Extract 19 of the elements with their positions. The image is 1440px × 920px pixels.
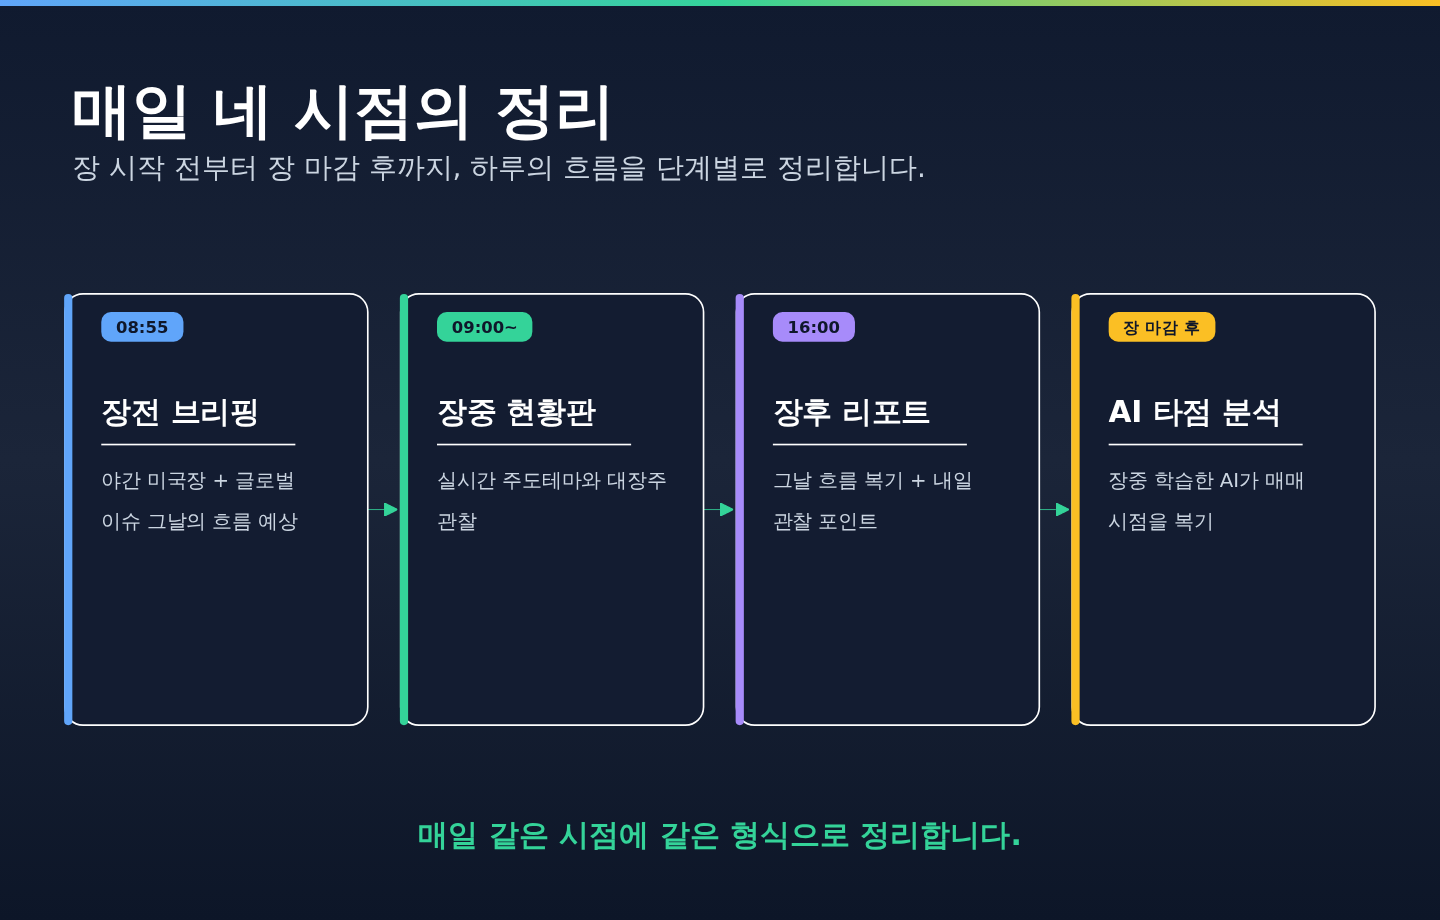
title: 매일 네 시점의 정리 bbox=[72, 74, 615, 146]
card-heading: 장중 현황판 bbox=[436, 393, 632, 446]
caption: 매일 같은 시점에 같은 형식으로 정리합니다. bbox=[418, 816, 1022, 854]
card-description: 실시간 주도테마와 대장주 관찰 bbox=[436, 468, 668, 536]
time-badge: 16:00 bbox=[772, 312, 855, 343]
time-badge: 장 마감 후 bbox=[1108, 312, 1216, 343]
step-card bbox=[64, 293, 369, 727]
time-badge: 08:55 bbox=[101, 312, 184, 343]
time-badge: 09:00~ bbox=[436, 312, 533, 343]
card-heading: AI 타점 분석 bbox=[1108, 393, 1303, 446]
subtitle: 장 시작 전부터 장 마감 후까지, 하루의 흐름을 단계별로 정리합니다. bbox=[72, 150, 926, 186]
card-description: 장중 학습한 AI가 매매 시점을 복기 bbox=[1108, 468, 1306, 536]
step-card bbox=[399, 293, 705, 727]
step-card bbox=[735, 293, 1041, 727]
card-heading: 장전 브리핑 bbox=[101, 393, 296, 446]
step-card bbox=[1071, 293, 1376, 727]
card-description: 그날 흐름 복기 + 내일 관찰 포인트 bbox=[772, 468, 974, 536]
card-description: 야간 미국장 + 글로벌 이슈 그날의 흐름 예상 bbox=[101, 468, 299, 536]
card-heading: 장후 리포트 bbox=[772, 393, 967, 446]
